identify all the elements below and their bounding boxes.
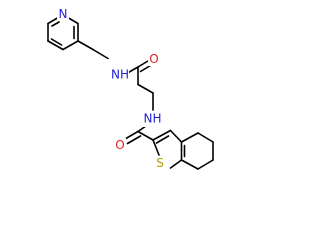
atom-label-pyridine-n: N: [59, 7, 68, 21]
bond: [126, 135, 142, 145]
bond: [124, 130, 139, 140]
bond: [139, 64, 152, 73]
bond: [197, 159, 214, 170]
bond: [197, 132, 214, 143]
bond: [77, 40, 94, 51]
atom-label-carbonyl-o-1: O: [149, 52, 158, 66]
bond: [137, 83, 154, 94]
bond: [152, 139, 160, 156]
atom-label-amide-nh-2: NH: [144, 112, 162, 126]
bond: [180, 132, 199, 143]
bond: [180, 159, 199, 170]
bond: [126, 66, 139, 74]
bond: [51, 21, 60, 27]
molecule-canvas: N NH O NH O S: [47, 7, 214, 170]
bond: [137, 60, 149, 68]
pyridine-ring: [47, 15, 79, 51]
thiophene-ring: [152, 129, 183, 169]
bond: [169, 129, 183, 143]
bond: [47, 40, 64, 51]
atom-label-carbonyl-o-2: O: [115, 138, 124, 152]
bond: [92, 48, 109, 60]
structure-diagram: N NH O NH O S: [47, 7, 214, 170]
atom-label-amide-nh-1: NH: [111, 68, 129, 82]
bond: [155, 135, 170, 144]
atom-label-thiophene-s: S: [156, 156, 164, 170]
cyclohexane-ring: [180, 132, 214, 170]
bond: [169, 159, 183, 169]
bond: [62, 40, 79, 51]
atom-labels: N NH O NH O S: [57, 7, 166, 170]
bond: [152, 129, 172, 141]
bond: [137, 130, 154, 141]
bond: [50, 38, 63, 46]
